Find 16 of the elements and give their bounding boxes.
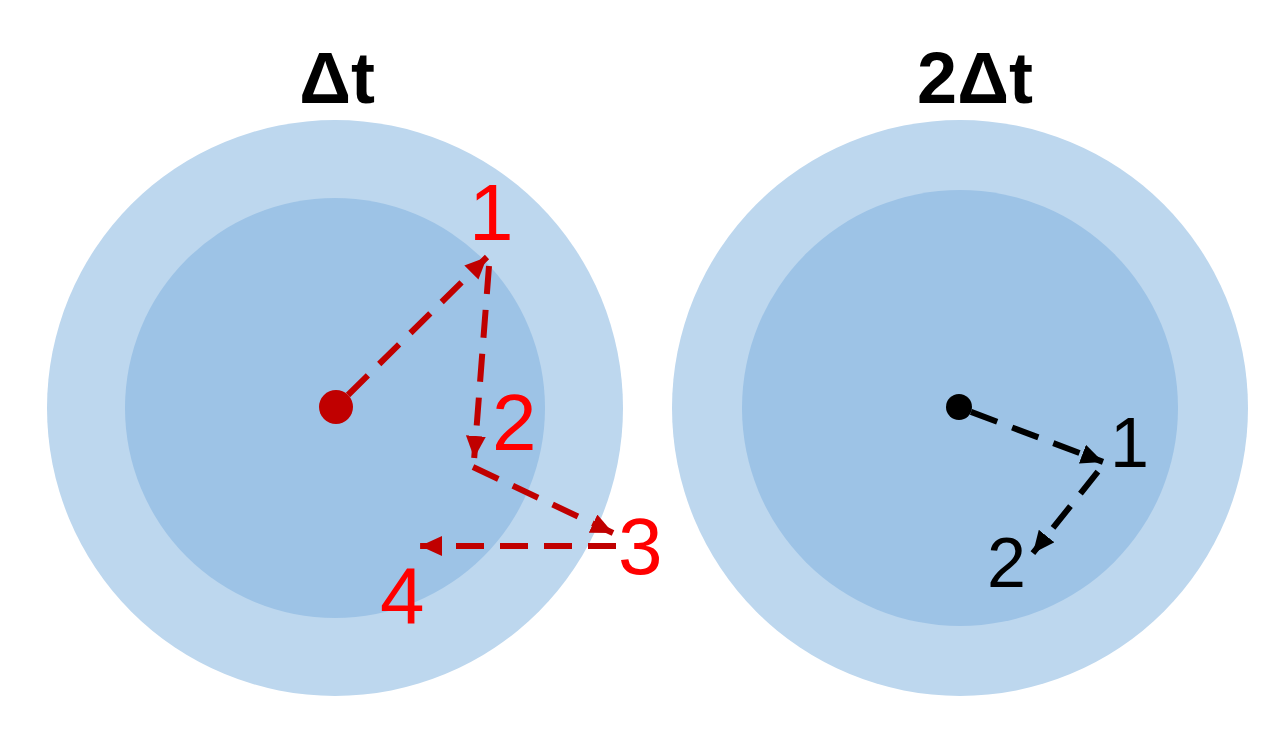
dashed-arrow	[465, 265, 492, 459]
time-heading: 2Δt	[917, 42, 1033, 114]
dashed-arrow	[345, 254, 490, 398]
step-number: 2	[987, 528, 1026, 598]
dashed-arrow	[420, 536, 616, 556]
dot-icon	[319, 390, 353, 424]
time-heading: Δt	[299, 42, 375, 114]
step-number: 1	[1110, 408, 1149, 478]
step-number: 1	[469, 173, 514, 253]
dashed-arrow	[1030, 469, 1101, 556]
dashed-arrow	[471, 464, 615, 536]
step-number: 4	[380, 556, 425, 636]
step-number: 2	[492, 383, 537, 463]
step-number: 3	[618, 507, 663, 587]
dot-icon	[946, 394, 972, 420]
dashed-arrow	[969, 409, 1105, 465]
